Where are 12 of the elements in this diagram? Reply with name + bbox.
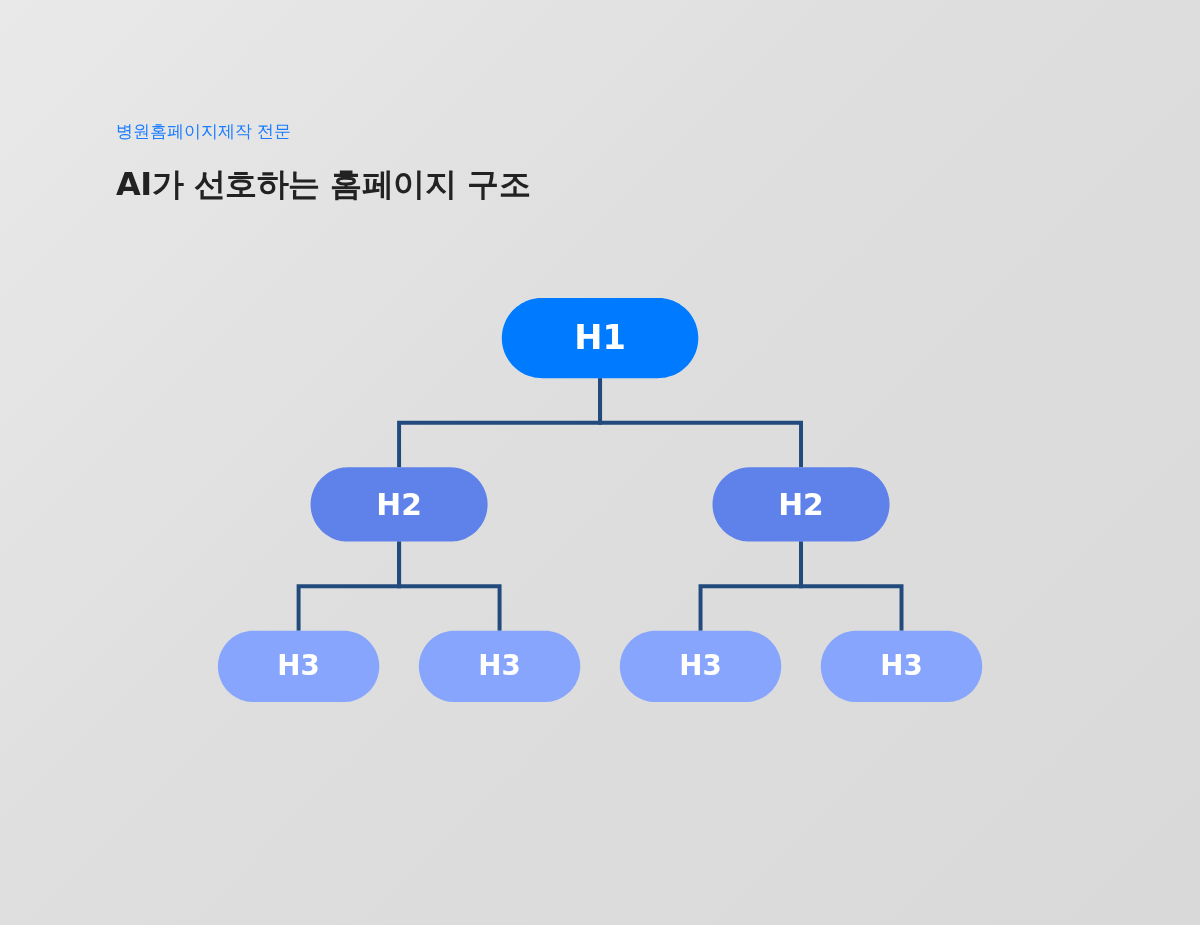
connector-line	[799, 541, 904, 631]
heading-node: H3	[418, 630, 581, 703]
connector-line	[397, 541, 502, 631]
diagram-title: AI가 선호하는 홈페이지 구조	[116, 164, 531, 205]
heading-node: H1	[501, 297, 699, 379]
heading-node: H3	[217, 630, 380, 703]
connector-line	[598, 378, 803, 468]
heading-node: H3	[820, 630, 983, 703]
heading-node: H2	[712, 467, 890, 542]
heading-node: H3	[619, 630, 782, 703]
heading-node: H2	[310, 467, 488, 542]
tagline-text: 병원홈페이지제작 전문	[116, 120, 292, 143]
